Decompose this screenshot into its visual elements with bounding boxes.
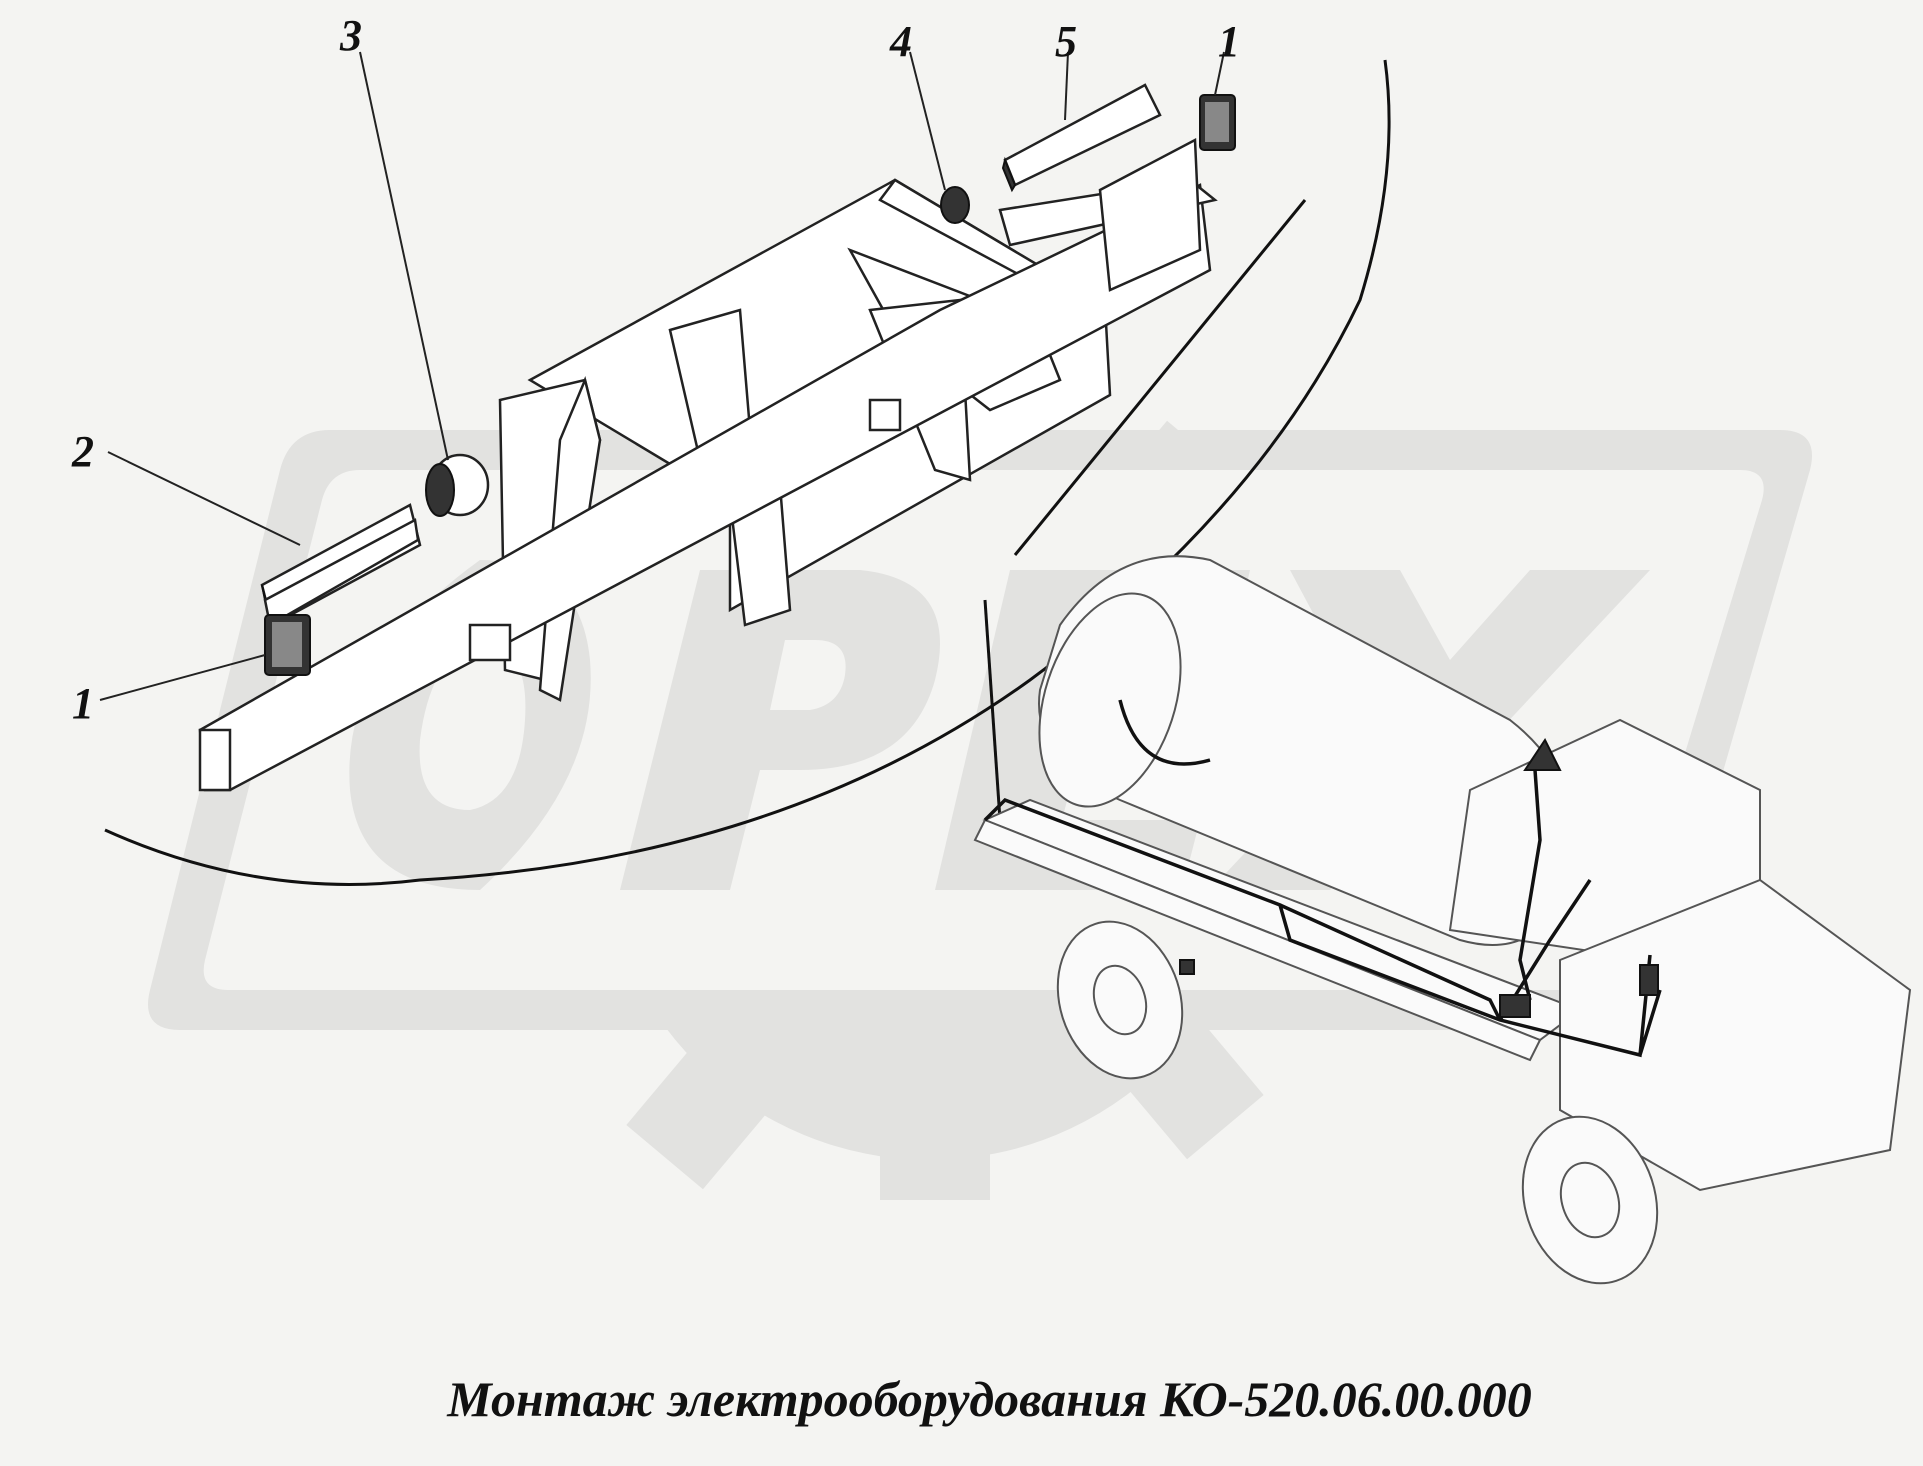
beacon-lamp	[1523, 738, 1562, 771]
leader-line-upper	[1013, 199, 1307, 556]
callout-2: 2	[72, 427, 94, 476]
truck-hood	[1559, 878, 1912, 1192]
callout-leader-3	[359, 51, 449, 461]
callout-leader-1-bottom	[99, 654, 266, 701]
callout-leader-4	[909, 51, 946, 191]
side-marker-right	[1199, 94, 1236, 151]
callout-1-top: 1	[1218, 17, 1240, 66]
truck-illustration	[973, 555, 1912, 1285]
leader-line-lower	[983, 599, 1002, 821]
callout-4: 4	[890, 17, 912, 66]
round-lamp-left	[425, 453, 490, 517]
rear-lamp-right	[1001, 83, 1162, 193]
callout-1-bottom: 1	[72, 679, 94, 728]
round-lamp-right	[940, 186, 970, 224]
rear-frame-detail	[198, 137, 1218, 792]
wiring-harness	[983, 699, 1662, 1058]
callout-leader-1-top	[1214, 51, 1225, 96]
callout-leader-5	[1064, 51, 1069, 121]
side-marker-left	[264, 614, 311, 676]
callout-5: 5	[1055, 17, 1077, 66]
callout-leader-2	[107, 451, 301, 546]
callout-3: 3	[340, 11, 362, 60]
diagram-caption: Монтаж электрооборудования КО-520.06.00.…	[447, 1371, 1532, 1427]
